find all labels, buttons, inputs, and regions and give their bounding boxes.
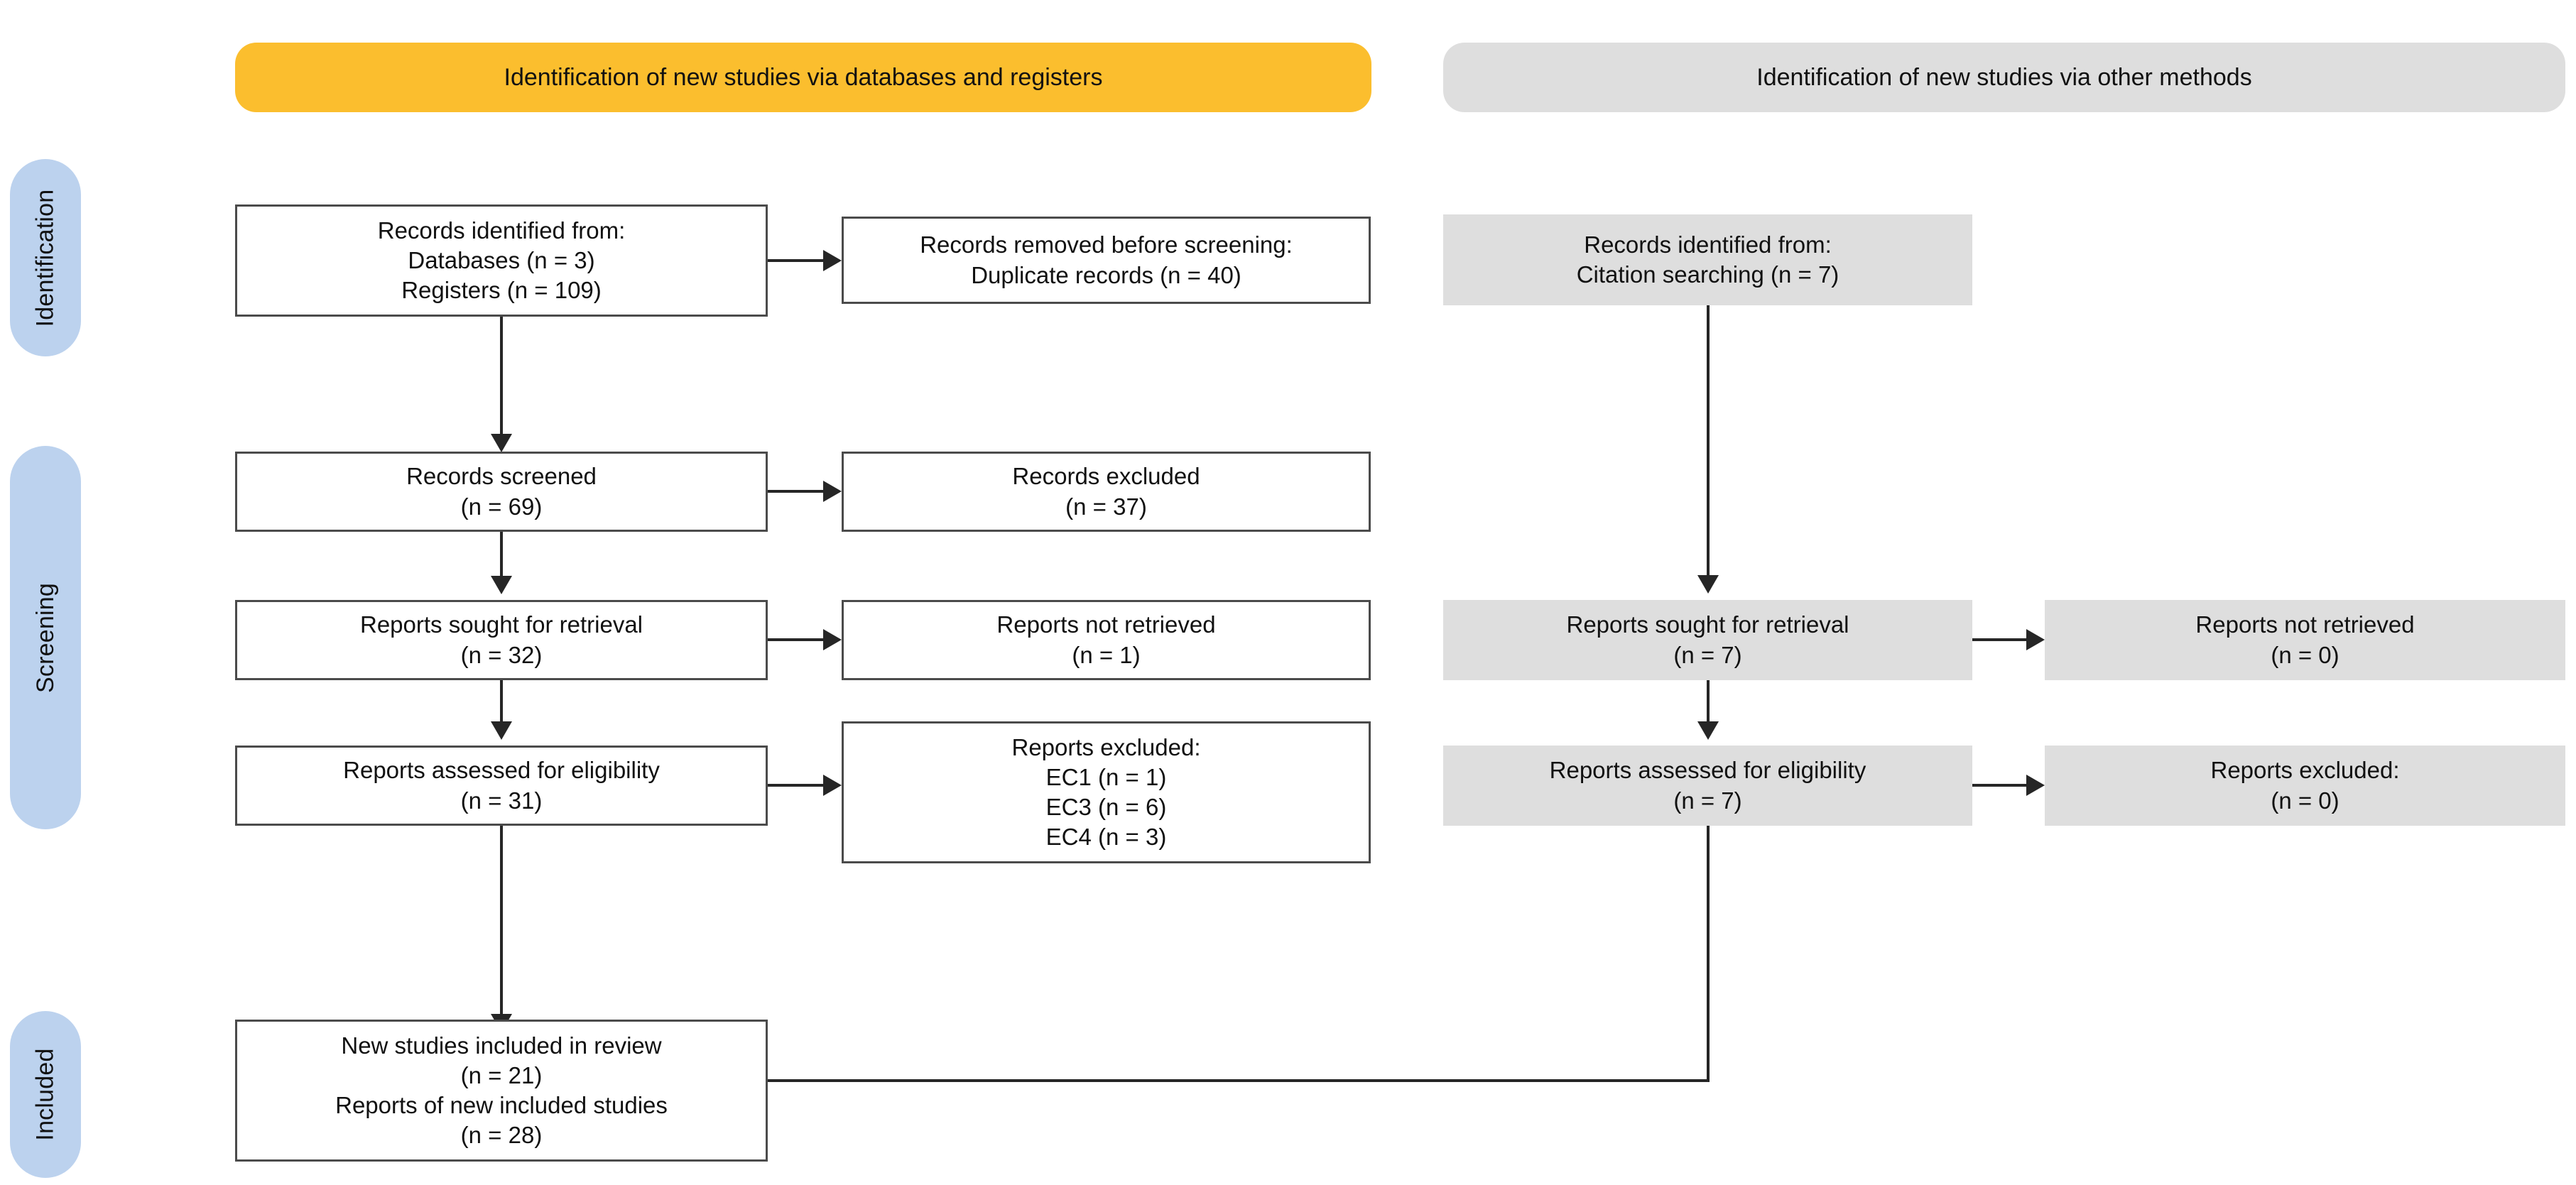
arrowhead-identified-to-screened bbox=[491, 434, 512, 452]
box-line: Reports excluded: bbox=[1011, 733, 1201, 760]
box-line: Records excluded bbox=[1012, 463, 1200, 490]
box-new-studies-included: New studies included in review (n = 21) … bbox=[235, 1020, 768, 1162]
stage-label-included: Included bbox=[31, 1048, 59, 1141]
arrowhead-sought-to-not-retrieved bbox=[823, 629, 842, 650]
box-line: Registers (n = 109) bbox=[401, 277, 602, 304]
box-line: New studies included in review bbox=[341, 1032, 662, 1059]
box-reports-not-retrieved: Reports not retrieved (n = 1) bbox=[842, 600, 1371, 680]
connector-other-assessed-to-included bbox=[710, 1079, 1710, 1082]
arrowhead-screened-to-sought bbox=[491, 576, 512, 594]
box-line: Records identified from: bbox=[1584, 231, 1832, 258]
connector-assessed-to-included bbox=[500, 826, 503, 1014]
arrowhead-other-sought-to-assessed bbox=[1697, 721, 1719, 740]
box-line: (n = 21) bbox=[460, 1061, 543, 1088]
box-line: Reports assessed for eligibility bbox=[1549, 757, 1866, 784]
box-line: (n = 69) bbox=[460, 493, 543, 520]
stage-label-identification: Identification bbox=[31, 189, 59, 327]
box-reports-assessed-other-methods: Reports assessed for eligibility (n = 7) bbox=[1443, 746, 1972, 826]
connector-screened-to-excluded bbox=[768, 490, 823, 493]
connector-sought-to-not-retrieved bbox=[768, 638, 823, 641]
box-records-identified-other-methods: Records identified from: Citation search… bbox=[1443, 214, 1972, 305]
arrowhead-other-sought-to-not-retrieved bbox=[2026, 629, 2045, 650]
connector-identified-to-screened bbox=[500, 317, 503, 434]
arrowhead-assessed-to-excluded bbox=[823, 775, 842, 796]
connector-other-assessed-to-excluded bbox=[1972, 784, 2026, 787]
box-records-excluded: Records excluded (n = 37) bbox=[842, 452, 1371, 532]
stage-label-screening: Screening bbox=[31, 582, 59, 693]
box-line: (n = 1) bbox=[1072, 641, 1141, 668]
box-line: Reports assessed for eligibility bbox=[343, 757, 660, 784]
box-line: Reports not retrieved bbox=[996, 611, 1216, 638]
box-line: Reports not retrieved bbox=[2195, 611, 2415, 638]
arrowhead-other-assessed-to-excluded bbox=[2026, 775, 2045, 796]
arrowhead-sought-to-assessed bbox=[491, 721, 512, 740]
box-line: Duplicate records (n = 40) bbox=[971, 261, 1241, 288]
connector-other-identified-to-sought bbox=[1707, 305, 1710, 575]
box-line: EC3 (n = 6) bbox=[1045, 794, 1167, 820]
box-line: (n = 31) bbox=[460, 787, 543, 814]
header-databases-and-registers: Identification of new studies via databa… bbox=[235, 43, 1371, 112]
box-line: (n = 28) bbox=[460, 1122, 543, 1149]
connector-screened-to-sought bbox=[500, 532, 503, 576]
box-line: Records identified from: bbox=[377, 217, 626, 244]
box-reports-sought-other-methods: Reports sought for retrieval (n = 7) bbox=[1443, 600, 1972, 680]
box-line: Reports sought for retrieval bbox=[1566, 611, 1849, 638]
box-line: (n = 7) bbox=[1673, 641, 1742, 668]
box-reports-excluded-reasons: Reports excluded: EC1 (n = 1) EC3 (n = 6… bbox=[842, 721, 1371, 863]
box-line: Reports excluded: bbox=[2210, 757, 2400, 784]
arrowhead-other-identified-to-sought bbox=[1697, 575, 1719, 594]
connector-assessed-to-excluded bbox=[768, 784, 823, 787]
box-reports-not-retrieved-other-methods: Reports not retrieved (n = 0) bbox=[2045, 600, 2565, 680]
box-line: Reports sought for retrieval bbox=[359, 611, 643, 638]
box-reports-sought-for-retrieval: Reports sought for retrieval (n = 32) bbox=[235, 600, 768, 680]
header-other-methods-label: Identification of new studies via other … bbox=[1756, 63, 2252, 91]
box-line: (n = 0) bbox=[2271, 787, 2339, 814]
box-line: Citation searching (n = 7) bbox=[1576, 261, 1839, 288]
connector-other-sought-to-assessed bbox=[1707, 680, 1710, 721]
connector-other-assessed-down bbox=[1707, 826, 1710, 1082]
box-reports-assessed-for-eligibility: Reports assessed for eligibility (n = 31… bbox=[235, 746, 768, 826]
header-databases-label: Identification of new studies via databa… bbox=[504, 63, 1103, 91]
stage-pill-identification: Identification bbox=[10, 159, 81, 356]
box-line: EC1 (n = 1) bbox=[1045, 763, 1167, 790]
box-records-removed-before-screening: Records removed before screening: Duplic… bbox=[842, 217, 1371, 304]
connector-other-sought-to-not-retrieved bbox=[1972, 638, 2026, 641]
connector-identified-to-removed bbox=[768, 259, 823, 262]
stage-pill-screening: Screening bbox=[10, 446, 81, 829]
box-line: Records screened bbox=[406, 463, 597, 490]
stage-pill-included: Included bbox=[10, 1011, 81, 1178]
arrowhead-screened-to-excluded bbox=[823, 481, 842, 502]
box-records-identified-databases: Records identified from: Databases (n = … bbox=[235, 204, 768, 317]
header-other-methods: Identification of new studies via other … bbox=[1443, 43, 2565, 112]
box-reports-excluded-other-methods: Reports excluded: (n = 0) bbox=[2045, 746, 2565, 826]
box-records-screened: Records screened (n = 69) bbox=[235, 452, 768, 532]
box-line: (n = 7) bbox=[1673, 787, 1742, 814]
arrowhead-identified-to-removed bbox=[823, 250, 842, 271]
box-line: Reports of new included studies bbox=[335, 1092, 668, 1118]
box-line: EC4 (n = 3) bbox=[1045, 824, 1167, 851]
box-line: (n = 0) bbox=[2271, 641, 2339, 668]
box-line: (n = 32) bbox=[460, 641, 543, 668]
box-line: Records removed before screening: bbox=[920, 231, 1293, 258]
box-line: (n = 37) bbox=[1065, 493, 1147, 520]
connector-sought-to-assessed bbox=[500, 680, 503, 721]
box-line: Databases (n = 3) bbox=[408, 246, 595, 273]
